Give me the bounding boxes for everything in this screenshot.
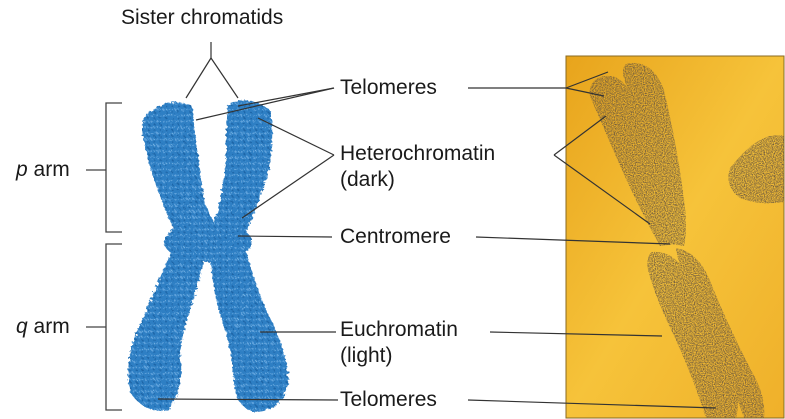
q-arm-bracket bbox=[106, 244, 122, 410]
euchromatin-label: Euchromatin bbox=[340, 318, 458, 342]
schematic-chromosome bbox=[128, 100, 288, 412]
chromatid-upper-left bbox=[142, 102, 222, 240]
q-arm-label: q arm bbox=[16, 315, 70, 339]
p-arm-word: arm bbox=[34, 158, 70, 181]
chromosome-micrograph bbox=[566, 56, 784, 418]
centromere-label: Centromere bbox=[340, 225, 451, 249]
sister-chromatids-label: Sister chromatids bbox=[121, 6, 283, 30]
heterochromatin-label: Heterochromatin bbox=[340, 142, 495, 166]
p-arm-label: p arm bbox=[16, 158, 70, 182]
euchromatin-sublabel: (light) bbox=[340, 344, 393, 368]
telomeres-bottom-label: Telomeres bbox=[340, 388, 437, 412]
p-arm-bracket bbox=[106, 103, 122, 232]
arm-brackets bbox=[86, 103, 122, 410]
q-arm-word: arm bbox=[34, 315, 70, 338]
chromatid-lower-right bbox=[210, 250, 288, 412]
heterochromatin-sublabel: (dark) bbox=[340, 168, 395, 192]
q-arm-letter: q bbox=[16, 315, 28, 338]
telomeres-top-label: Telomeres bbox=[340, 76, 437, 100]
p-arm-letter: p bbox=[16, 158, 28, 181]
chromatid-lower-left bbox=[128, 250, 206, 411]
